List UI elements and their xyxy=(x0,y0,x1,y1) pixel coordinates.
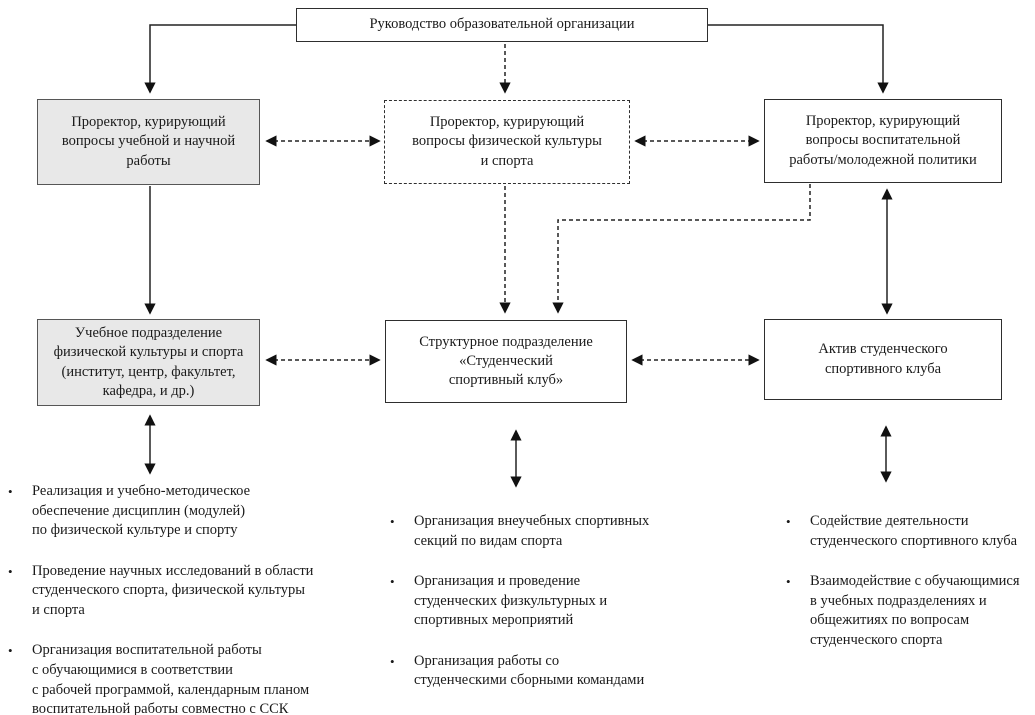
bullet-icon: • xyxy=(390,653,395,669)
bullet-icon: • xyxy=(8,643,13,659)
node-leadership: Руководство образовательной организации xyxy=(296,8,708,42)
list-item-text: Организация и проведение студенческих фи… xyxy=(414,573,608,629)
node-pe-unit: Учебное подразделение физической культур… xyxy=(37,319,260,406)
list-item-text: Взаимодействие с обучающимися в учебных … xyxy=(810,573,1020,648)
list-item-text: Организация работы со студенческими сбор… xyxy=(414,652,645,689)
connector-leadership-to-upbringing xyxy=(708,24,889,94)
node-vice-rector-academic-label: Проректор, курирующий вопросы учебной и … xyxy=(61,114,236,169)
functions-list-pe-unit: • Реализация и учебно-методическое обесп… xyxy=(8,482,380,715)
list-item-text: Организация внеучебных спортивных секций… xyxy=(414,513,650,549)
bullet-icon: • xyxy=(390,574,395,590)
list-item-text: Организация воспитательной работы с обуч… xyxy=(32,642,310,715)
list-item: • Организация и проведение студенческих … xyxy=(390,572,700,631)
node-leadership-label: Руководство образовательной организации xyxy=(369,16,635,33)
list-item: • Реализация и учебно-методическое обесп… xyxy=(8,482,380,541)
list-item: • Организация внеучебных спортивных секц… xyxy=(390,512,700,551)
node-ssc-activists-label: Актив студенческого спортивного клуба xyxy=(818,341,948,377)
node-vice-rector-upbringing: Проректор, курирующий вопросы воспитател… xyxy=(764,99,1002,183)
list-item-text: Реализация и учебно-методическое обеспеч… xyxy=(32,483,251,539)
node-vice-rector-academic: Проректор, курирующий вопросы учебной и … xyxy=(37,99,260,185)
list-item: • Организация воспитательной работы с об… xyxy=(8,641,380,715)
list-item-text: Содействие деятельности студенческого сп… xyxy=(810,513,1018,549)
node-vice-rector-sport-label: Проректор, курирующий вопросы физической… xyxy=(412,114,602,169)
node-pe-unit-label: Учебное подразделение физической культур… xyxy=(53,325,244,399)
node-vice-rector-upbringing-label: Проректор, курирующий вопросы воспитател… xyxy=(789,113,977,168)
list-item: • Организация работы со студенческими сб… xyxy=(390,652,700,691)
node-ssc-unit-label: Структурное подразделение «Студенческий … xyxy=(419,333,593,389)
list-item-text: Проведение научных исследований в област… xyxy=(32,562,314,618)
bullet-icon: • xyxy=(786,574,791,590)
node-vice-rector-sport: Проректор, курирующий вопросы физической… xyxy=(384,100,630,184)
connector-leadership-to-academic xyxy=(144,24,296,94)
list-item: • Взаимодействие с обучающимися в учебны… xyxy=(786,572,1035,650)
bullet-icon: • xyxy=(390,514,395,529)
bullet-icon: • xyxy=(8,484,13,499)
list-item: • Проведение научных исследований в обла… xyxy=(8,562,380,621)
bullet-icon: • xyxy=(8,563,13,579)
connector-upbringing-to-ssc xyxy=(552,184,811,314)
bullet-icon: • xyxy=(786,514,791,529)
functions-list-ssc-unit: • Организация внеучебных спортивных секц… xyxy=(390,512,700,712)
node-ssc-activists: Актив студенческого спортивного клуба xyxy=(764,319,1002,400)
node-ssc-unit: Структурное подразделение «Студенческий … xyxy=(385,320,627,403)
list-item: • Содействие деятельности студенческого … xyxy=(786,512,1035,551)
functions-list-activists: • Содействие деятельности студенческого … xyxy=(786,512,1035,671)
